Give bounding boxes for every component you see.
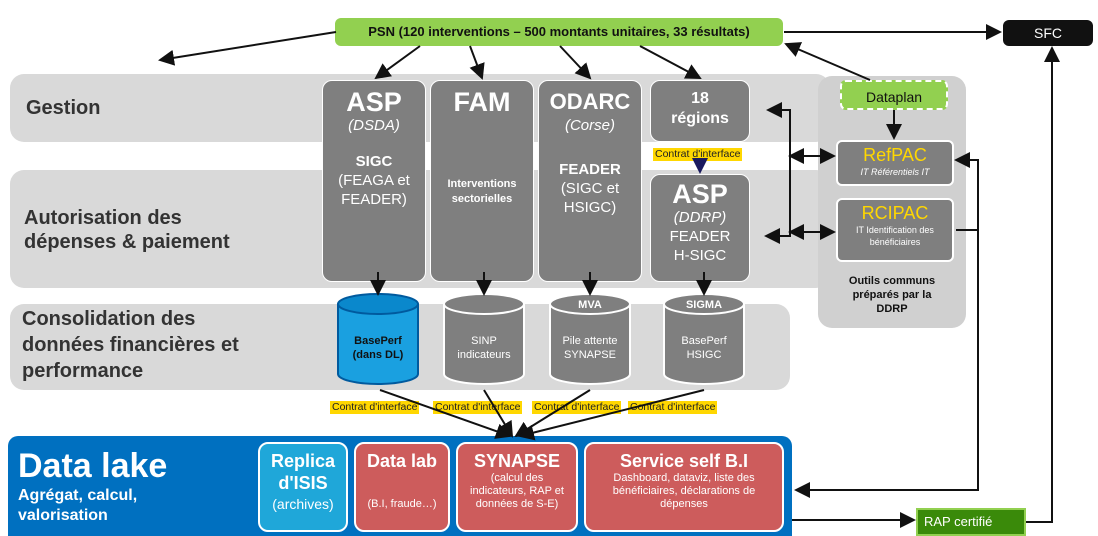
baseperf-line1: BasePerf (354, 335, 402, 347)
odarc-line2: HSIGC) (563, 199, 617, 216)
sinp-label: SINP indicateurs (444, 334, 524, 362)
sfc-box: SFC (1003, 20, 1093, 46)
odarc-title: ODARC (549, 89, 631, 114)
selfbi-line2: bénéficiaires, déclarations de (612, 485, 756, 497)
column-asp-dsda: ASP (DSDA) SIGC (FEAGA et FEADER) (322, 80, 426, 282)
regions-line2: régions (671, 110, 729, 127)
replica-line3: (archives) (272, 496, 334, 512)
contrat-tag-1: Contrat d'interface (330, 401, 420, 414)
asp-line1: (FEAGA et (338, 172, 410, 189)
mva-line1: Pile attente (562, 335, 618, 347)
sigma-cylinder (663, 293, 745, 385)
datalake-subtitle: Agrégat, calcul, valorisation (18, 486, 137, 526)
contrat-tag-3: Contrat d'interface (532, 401, 622, 414)
synapse-title: SYNAPSE (473, 451, 561, 471)
contrat-tag-regions: Contrat d'interface (653, 148, 743, 161)
column-fam: FAM Interventions sectorielles (430, 80, 534, 282)
psn-box: PSN (120 interventions – 500 montants un… (335, 18, 783, 46)
selfbi-box: Service self B.I Dashboard, dataviz, lis… (584, 442, 784, 532)
asp-line2: FEADER) (341, 191, 407, 208)
consolidation-line3: performance (22, 360, 144, 382)
autorisation-line2: dépenses & paiement (24, 231, 230, 253)
datalake-title: Data lake (18, 447, 168, 485)
synapse-line3: données de S-E) (475, 498, 559, 510)
asp2-line2: H-SIGC (673, 247, 727, 264)
replica-box: Replica d'ISIS (archives) (258, 442, 348, 532)
odarc-sub: (Corse) (564, 117, 615, 134)
dataplan-box: Dataplan (840, 80, 948, 110)
datalab-box: Data lab (B.I, fraude…) (354, 442, 450, 532)
asp2-title: ASP (672, 179, 728, 209)
sinp-line1: SINP (471, 335, 497, 347)
asp-sigc: SIGC (355, 153, 393, 170)
replica-line2: d'ISIS (278, 473, 328, 493)
band-label-consolidation: Consolidation des données financières et… (22, 306, 239, 384)
sigma-label: BasePerf HSIGC (664, 334, 744, 362)
consolidation-line1: Consolidation des (22, 308, 196, 330)
fam-line1: Interventions (447, 178, 517, 190)
column-asp-ddrp: ASP (DDRP) FEADER H-SIGC (650, 174, 750, 282)
synapse-line1: (calcul des (490, 472, 544, 484)
mva-label: Pile attente SYNAPSE (550, 334, 630, 362)
replica-line1: Replica (270, 451, 336, 471)
asp-sub: (DSDA) (348, 117, 400, 134)
baseperf-cylinder (337, 293, 419, 385)
consolidation-line2: données financières et (22, 334, 239, 356)
mva-title: MVA (578, 299, 602, 311)
selfbi-title: Service self B.I (619, 451, 749, 471)
fam-title: FAM (453, 87, 511, 117)
selfbi-line3: dépenses (660, 498, 708, 510)
selfbi-line1: Dashboard, dataviz, liste des (613, 472, 755, 484)
rap-box: RAP certifié (916, 508, 1026, 536)
sigma-title: SIGMA (685, 299, 723, 311)
contrat-tag-4: Contrat d'interface (628, 401, 718, 414)
autorisation-line1: Autorisation des (24, 207, 182, 229)
regions-line1: 18 (691, 90, 709, 107)
sinp-cylinder (443, 293, 525, 385)
datalake-sub1: Agrégat, calcul, (18, 487, 138, 504)
column-odarc: ODARC (Corse) FEADER (SIGC et HSIGC) (538, 80, 642, 282)
baseperf-label: BasePerf (dans DL) (338, 334, 418, 362)
asp-title: ASP (346, 87, 402, 117)
synapse-box: SYNAPSE (calcul des indicateurs, RAP et … (456, 442, 578, 532)
fam-line2: sectorielles (451, 193, 513, 205)
baseperf-line2: (dans DL) (352, 349, 404, 361)
datalab-sub: (B.I, fraude…) (367, 498, 437, 510)
sinp-line2: indicateurs (457, 349, 511, 361)
contrat-tag-2: Contrat d'interface (433, 401, 523, 414)
sigma-line2: HSIGC (686, 349, 722, 361)
odarc-line1: (SIGC et (560, 180, 620, 197)
datalake-sub2: valorisation (18, 507, 108, 524)
box-18-regions: 18 régions (650, 80, 750, 142)
datalab-title: Data lab (366, 451, 438, 471)
band-label-gestion: Gestion (26, 97, 101, 119)
asp2-sub: (DDRP) (673, 209, 727, 226)
odarc-feader: FEADER (559, 161, 621, 178)
mva-line2: SYNAPSE (564, 349, 616, 361)
sigma-line1: BasePerf (681, 335, 727, 347)
synapse-line2: indicateurs, RAP et (470, 485, 564, 497)
asp2-line1: FEADER (669, 228, 731, 245)
band-label-autorisation: Autorisation des dépenses & paiement (24, 206, 230, 254)
